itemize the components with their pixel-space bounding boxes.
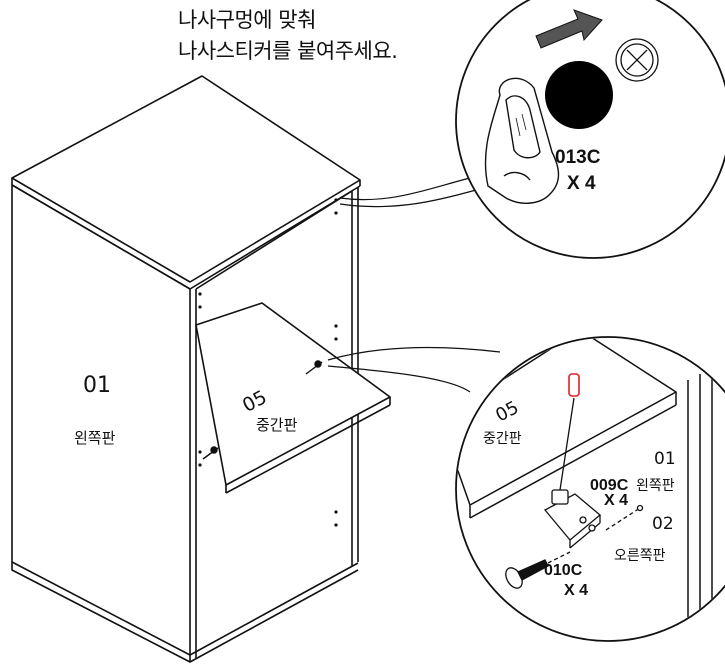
shelf-detail-callout: 05 중간판 01 009C 왼쪽판 X 4 02 오른쪽판 010C X 4	[455, 336, 725, 642]
cabinet	[11, 75, 361, 663]
screw-part-code: 010C	[544, 562, 583, 579]
middle-shelf	[195, 302, 391, 494]
pin-part-code: 009C	[590, 477, 629, 494]
sticker-part-code: 013C	[555, 147, 601, 168]
detail-left-number: 01	[654, 449, 676, 469]
shelf-panel-name: 중간판	[256, 416, 298, 434]
sticker-quantity: X 4	[567, 173, 596, 194]
screw-head-icon	[615, 38, 659, 82]
sticker-detail-callout: 013C X 4	[455, 0, 725, 259]
screw-quantity: X 4	[564, 582, 588, 599]
screw-icon	[505, 551, 571, 589]
arrow-icon	[535, 9, 603, 49]
shelf-pin-icon	[543, 373, 644, 549]
finger-icon	[484, 77, 560, 204]
pin-quantity: X 4	[604, 492, 628, 509]
detail-left-name: 왼쪽판	[636, 478, 675, 494]
detail-shelf-name: 중간판	[483, 431, 522, 447]
shelf-screw-icon	[202, 360, 323, 460]
left-panel-name: 왼쪽판	[74, 429, 116, 447]
instruction-line-1: 나사구멍에 맞춰	[178, 8, 316, 32]
instruction-line-2: 나사스티커를 붙여주세요.	[178, 39, 398, 63]
detail-right-number: 02	[652, 514, 674, 534]
detail-right-name: 오른쪽판	[614, 548, 666, 564]
left-panel-number: 01	[83, 373, 111, 398]
sticker-dot-icon	[545, 61, 613, 129]
callout-lines	[327, 177, 501, 393]
shelf-holes	[198, 198, 338, 527]
